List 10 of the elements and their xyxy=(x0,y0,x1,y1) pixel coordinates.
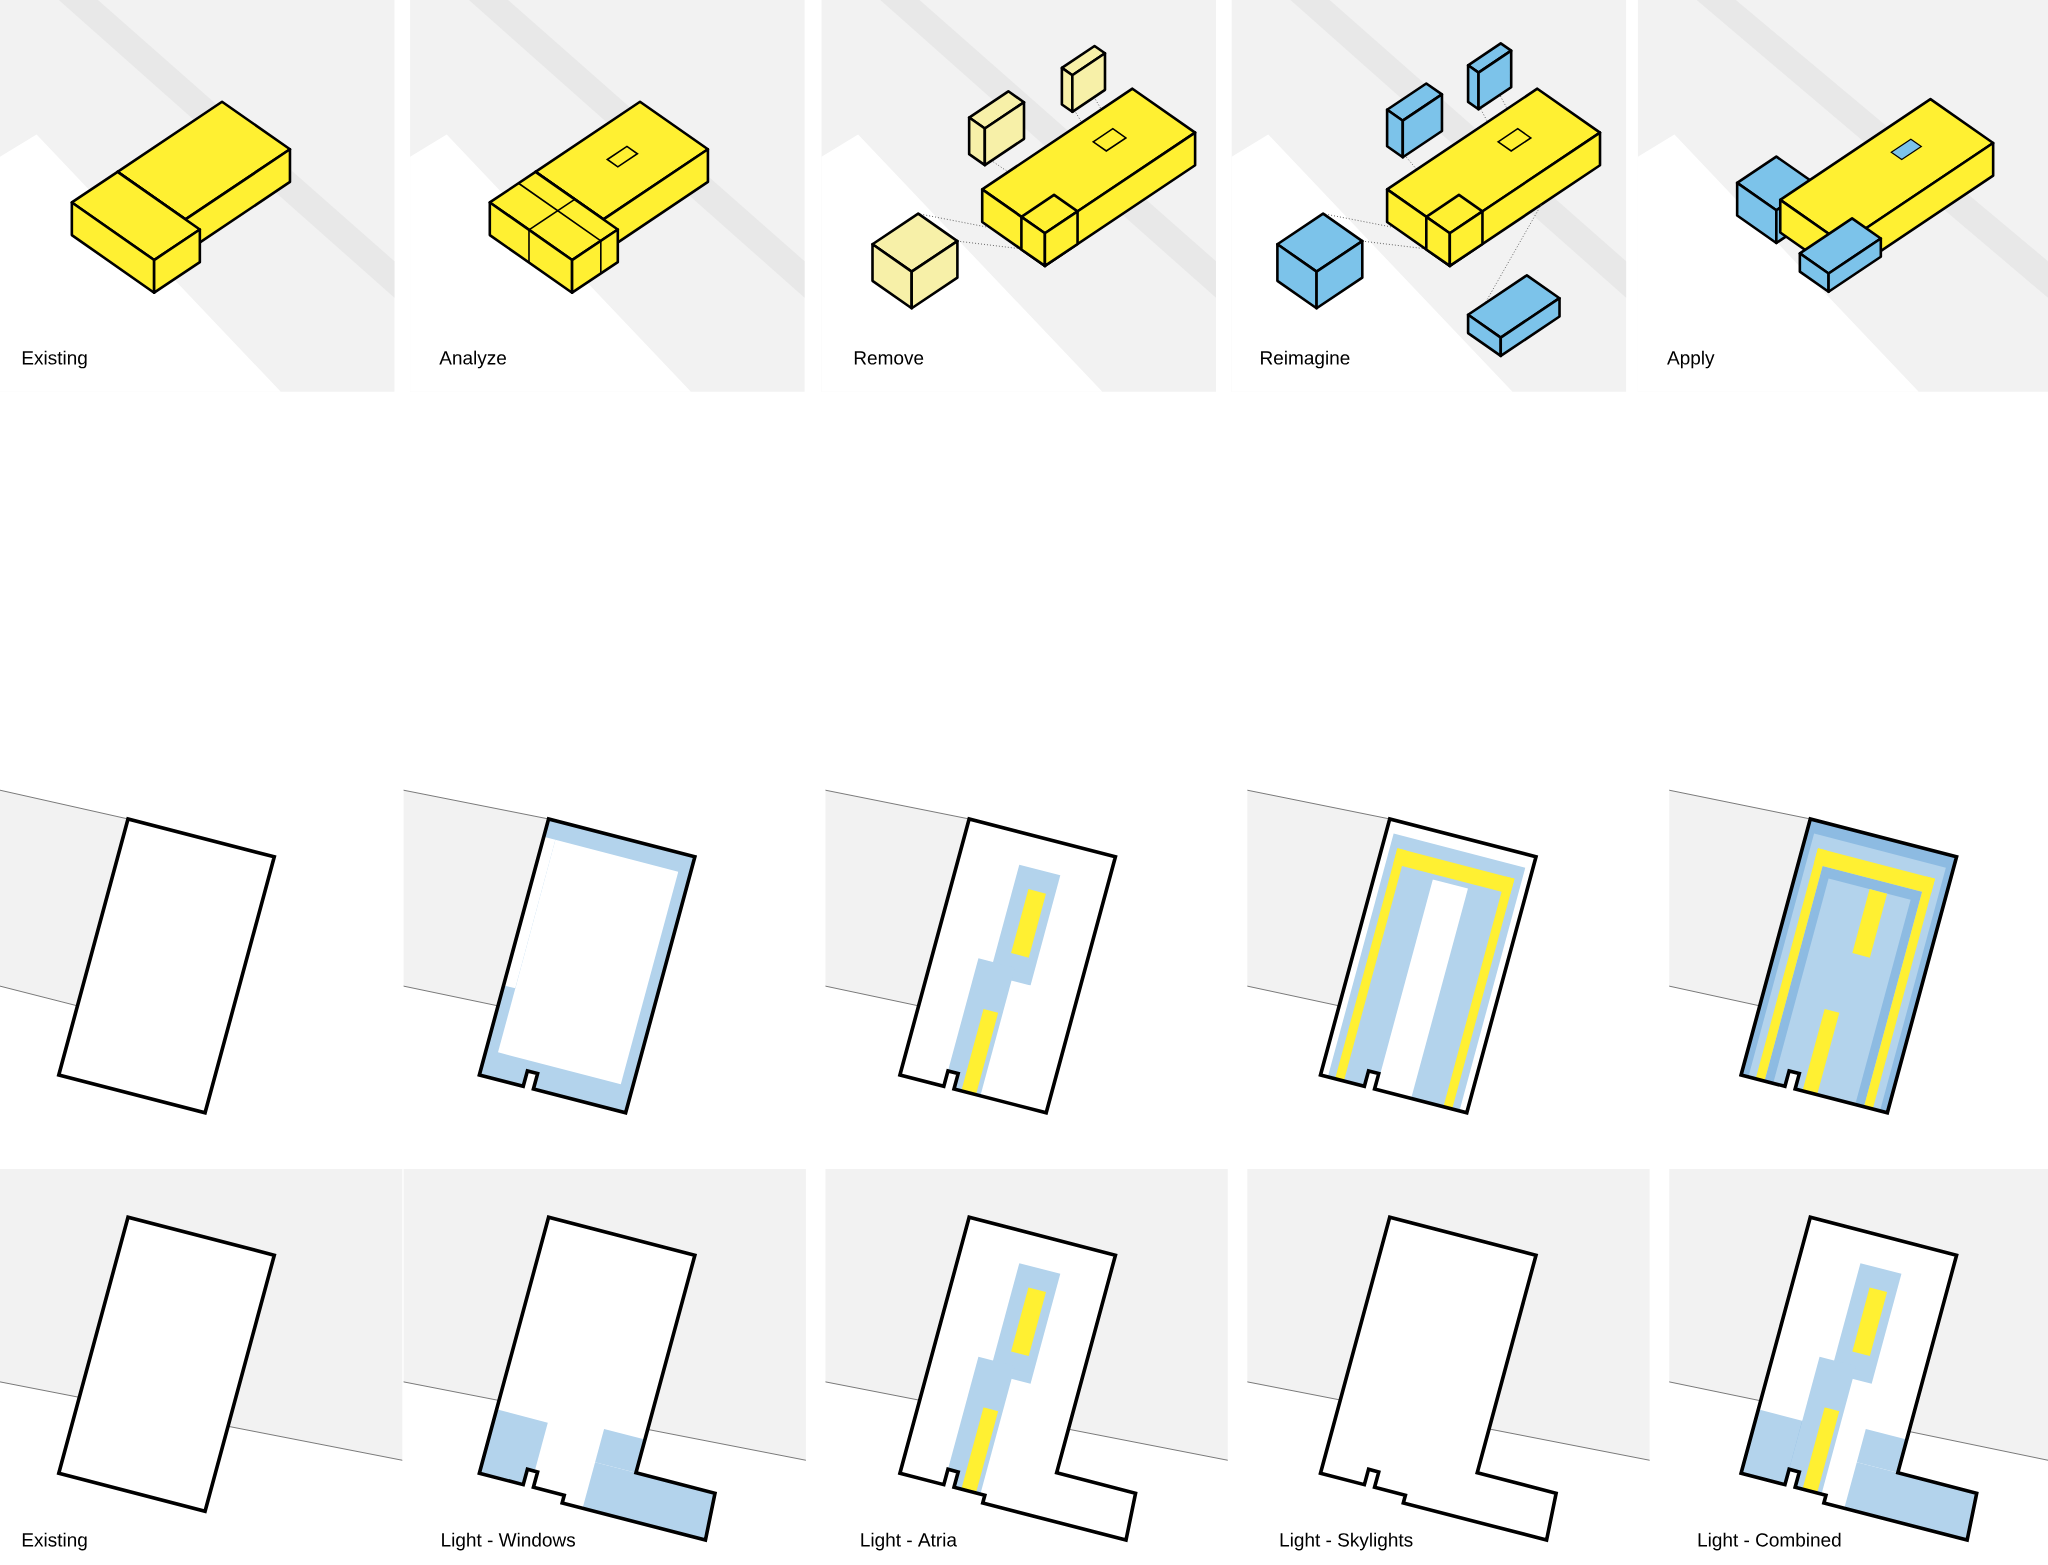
panel-label: Analyze xyxy=(439,350,506,369)
panel-label: Light - Combined xyxy=(1698,1532,1841,1551)
panel-label: Remove xyxy=(854,351,924,365)
panel-label: Light - Windows xyxy=(442,1532,575,1551)
panel-label: Light - Skylights xyxy=(1280,1532,1413,1551)
panel-label: Reimagine xyxy=(1261,350,1350,369)
panel-label: Apply xyxy=(1667,350,1715,369)
panel-label: Existing xyxy=(22,1532,87,1551)
panel-label: Existing xyxy=(22,350,87,369)
panel-label: Light - Atria xyxy=(861,1532,957,1551)
